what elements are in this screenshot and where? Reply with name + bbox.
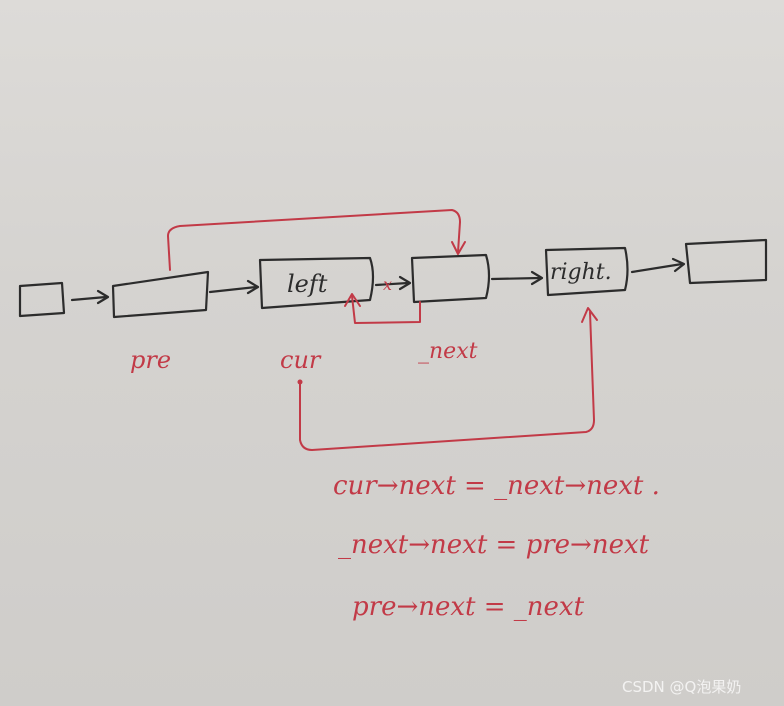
arrow-node4-to-node5 xyxy=(630,257,686,274)
red-arrow-pre-to-next xyxy=(167,209,466,271)
node-label-left: left xyxy=(287,270,328,298)
equation-2: _next→next = pre→next xyxy=(338,530,650,560)
node-box-4 xyxy=(544,246,629,297)
pointer-label-pre: pre xyxy=(130,346,171,374)
watermark: CSDN @Q泡果奶 xyxy=(622,678,741,696)
arrow-node2-to-node3-broken xyxy=(374,275,412,291)
arrow-node1-to-node2 xyxy=(208,279,260,295)
node-box-3 xyxy=(410,253,491,304)
equation-3: pre→next = _next xyxy=(352,592,585,622)
node-label-right: right. xyxy=(550,260,612,285)
arrow-node0-to-node1 xyxy=(70,289,110,305)
node-box-1 xyxy=(111,270,210,319)
pointer-label-next: _next xyxy=(418,339,478,364)
arrow-node3-to-node4 xyxy=(490,270,544,286)
node-box-0 xyxy=(18,281,66,318)
broken-link-mark: x xyxy=(383,275,392,294)
node-box-5 xyxy=(684,238,768,285)
pointer-label-cur: cur xyxy=(280,346,322,374)
red-arrow-next-to-cur xyxy=(344,293,421,324)
red-arrow-cur-to-right xyxy=(297,307,598,451)
node-box-2 xyxy=(258,256,375,310)
equation-1: cur→next = _next→next . xyxy=(333,471,660,501)
